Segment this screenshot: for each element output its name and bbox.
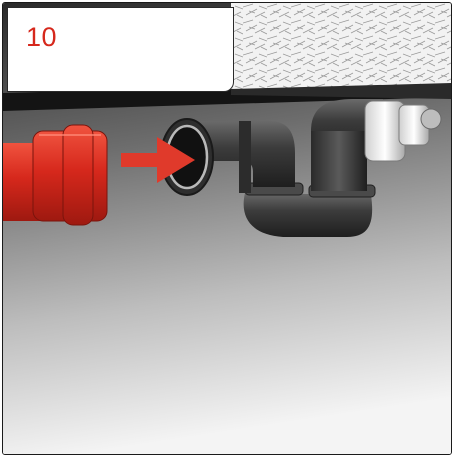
step-number: 10	[26, 22, 58, 52]
insulation-shadow	[231, 83, 451, 99]
insulation	[231, 3, 451, 91]
insert-arrow	[121, 137, 195, 183]
step-label-box: 10	[7, 7, 234, 92]
red-drain-pipe	[3, 124, 108, 226]
chrome-connector	[364, 100, 442, 162]
